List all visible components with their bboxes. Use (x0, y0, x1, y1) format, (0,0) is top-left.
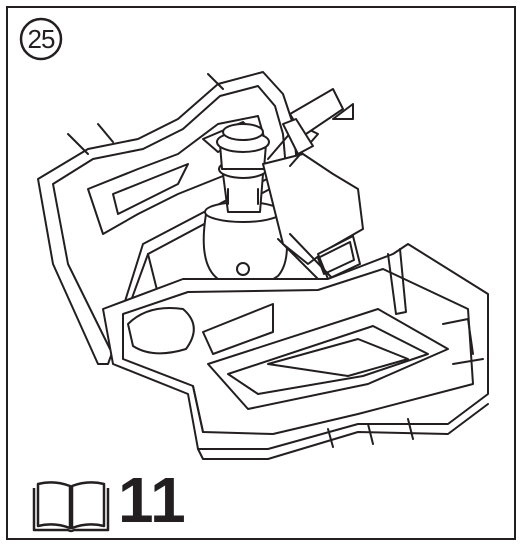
step-badge: 25 (18, 16, 64, 62)
step-circle-icon (19, 17, 63, 61)
case-base (102, 243, 489, 460)
step-number: 25 (27, 24, 56, 54)
manual-page-number: 11 (118, 464, 186, 536)
figure-frame (6, 6, 516, 540)
open-case-illustration (37, 71, 489, 460)
motor-unit (262, 88, 364, 290)
book-icon (32, 481, 110, 533)
spray-gun (202, 123, 288, 287)
